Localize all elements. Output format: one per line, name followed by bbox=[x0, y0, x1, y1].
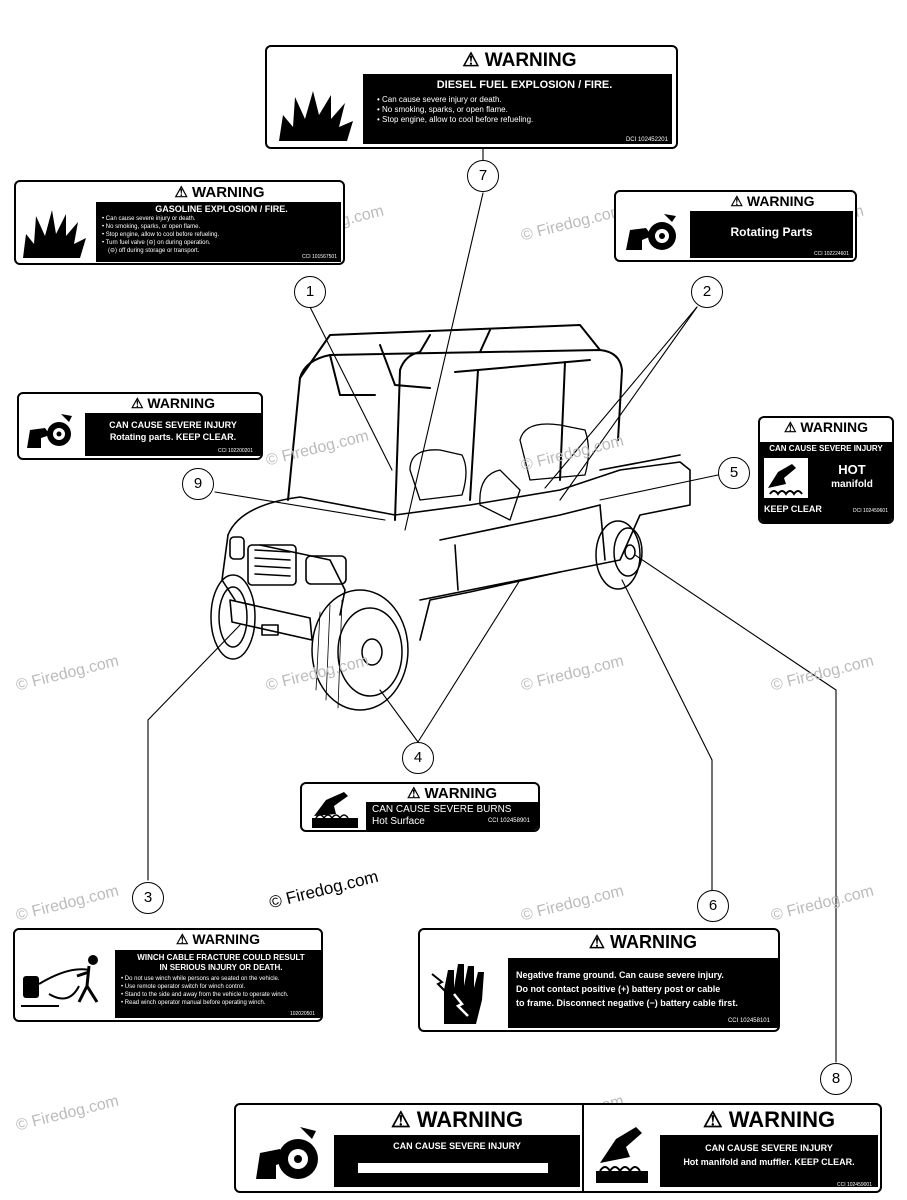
warning-title: Rotating Parts bbox=[730, 225, 813, 239]
rotating-hand-icon bbox=[27, 414, 72, 448]
warning-message: CAN CAUSE SEVERE INJURY bbox=[334, 1135, 580, 1187]
warning-line: • Turn fuel valve (⊖) on during operatio… bbox=[102, 240, 211, 246]
manifold-text: manifold bbox=[831, 479, 873, 490]
rotating-keep-clear-label: ⚠ WARNING CAN CAUSE SEVERE INJURY Rotati… bbox=[17, 392, 263, 460]
battery-warning-label: ⚠ WARNING Negative frame ground. Can cau… bbox=[418, 928, 780, 1032]
warning-header: ⚠ WARNING bbox=[175, 931, 261, 947]
warning-header: ⚠ WARNING bbox=[730, 193, 815, 209]
warning-line: • No smoking, sparks, or open flame. bbox=[102, 224, 201, 230]
callout-2: 2 bbox=[691, 276, 723, 308]
part-code: CCI 102458901 bbox=[487, 818, 530, 824]
warning-header: ⚠ WARNING bbox=[174, 184, 265, 201]
callout-7: 7 bbox=[467, 160, 499, 192]
warning-message: Negative frame ground. Can cause severe … bbox=[508, 958, 778, 1028]
warning-line: CAN CAUSE SEVERE INJURY bbox=[705, 1143, 833, 1153]
warning-message: CAN CAUSE SEVERE INJURY Hot manifold and… bbox=[660, 1135, 878, 1187]
vehicle-body bbox=[221, 454, 691, 641]
callout-1: 1 bbox=[294, 276, 326, 308]
blank-strip bbox=[358, 1163, 548, 1173]
roll-cage bbox=[287, 324, 623, 521]
seats bbox=[409, 423, 590, 521]
callout-5: 5 bbox=[718, 457, 750, 489]
warning-line: • Stop engine, allow to cool before refu… bbox=[102, 232, 220, 238]
warning-message: DIESEL FUEL EXPLOSION / FIRE. • Can caus… bbox=[363, 74, 672, 144]
part-code: CCI 102459001 bbox=[836, 1182, 872, 1188]
warning-line: • Can cause severe injury or death. bbox=[377, 95, 502, 104]
combined-warning-label: ⚠ WARNING CAN CAUSE SEVERE INJURY ⚠ WARN… bbox=[234, 1103, 882, 1193]
warning-message: GASOLINE EXPLOSION / FIRE. • Can cause s… bbox=[96, 202, 341, 262]
warning-title: DIESEL FUEL EXPLOSION / FIRE. bbox=[436, 79, 613, 91]
warning-header: ⚠ WARNING bbox=[390, 1107, 524, 1132]
warning-message: CAN CAUSE SEVERE BURNS Hot Surface bbox=[366, 802, 538, 830]
part-code: DCI 102452201 bbox=[625, 137, 668, 143]
warning-message: CAN CAUSE SEVERE INJURY Rotating parts. … bbox=[85, 413, 261, 456]
part-code: CCI 102458101 bbox=[727, 1018, 770, 1024]
warning-message: CAN CAUSE SEVERE INJURY HOT manifold KEE… bbox=[760, 442, 892, 522]
rotating-parts-label: ⚠ WARNING Rotating Parts CCI 102224601 bbox=[614, 190, 857, 262]
warning-title: IN SERIOUS INJURY OR DEATH. bbox=[159, 963, 283, 972]
keep-clear-text: KEEP CLEAR bbox=[764, 504, 822, 514]
warning-title: WINCH CABLE FRACTURE COULD RESULT bbox=[137, 953, 305, 962]
part-code: CCI 101567501 bbox=[301, 254, 337, 260]
warning-line: (⊖) off during storage or transport. bbox=[108, 248, 200, 254]
warning-message: WINCH CABLE FRACTURE COULD RESULT IN SER… bbox=[115, 950, 321, 1018]
warning-line: • Use remote operator switch for winch c… bbox=[121, 984, 246, 990]
warning-line: CAN CAUSE SEVERE INJURY bbox=[109, 420, 237, 430]
part-code: DCI 102459601 bbox=[852, 508, 888, 514]
rotating-hand-icon bbox=[256, 1127, 318, 1179]
warning-line: Hot manifold and muffler. KEEP CLEAR. bbox=[683, 1157, 855, 1167]
hot-surface-icon bbox=[768, 464, 803, 496]
warning-line: CAN CAUSE SEVERE INJURY bbox=[769, 444, 883, 453]
part-code: CCI 102200201 bbox=[217, 448, 253, 454]
callout-8: 8 bbox=[820, 1063, 852, 1095]
warning-line: Do not contact positive (+) battery post… bbox=[516, 984, 721, 994]
hot-surface-icon-frame bbox=[764, 458, 808, 498]
callout-3: 3 bbox=[132, 882, 164, 914]
hot-surface-hand-icon bbox=[596, 1127, 648, 1183]
part-code: CCI 102224601 bbox=[813, 251, 849, 257]
hot-text: HOT bbox=[838, 462, 866, 477]
hot-manifold-label: ⚠ WARNING CAN CAUSE SEVERE INJURY HOT ma… bbox=[758, 416, 894, 524]
callout-4: 4 bbox=[402, 742, 434, 774]
wheels bbox=[210, 520, 643, 711]
electric-shock-hand-icon bbox=[431, 964, 484, 1024]
part-code: 102020501 bbox=[289, 1011, 315, 1017]
hot-surface-label: ⚠ WARNING CAN CAUSE SEVERE BURNS Hot Sur… bbox=[300, 782, 540, 832]
diesel-warning-label: ⚠ WARNING DIESEL FUEL EXPLOSION / FIRE. … bbox=[265, 45, 678, 149]
warning-line: Rotating parts. KEEP CLEAR. bbox=[109, 432, 237, 442]
warning-line: CAN CAUSE SEVERE INJURY bbox=[393, 1141, 521, 1151]
rotating-hand-icon bbox=[626, 214, 676, 250]
warning-title: GASOLINE EXPLOSION / FIRE. bbox=[155, 204, 288, 214]
warning-header: ⚠ WARNING bbox=[702, 1107, 836, 1132]
winch-cable-icon bbox=[21, 955, 99, 1007]
leader-lines bbox=[147, 148, 837, 1063]
warning-header: ⚠ WARNING bbox=[588, 932, 698, 952]
warning-line: • Do not use winch while persons are sea… bbox=[121, 976, 280, 982]
warning-line: Negative frame ground. Can cause severe … bbox=[516, 970, 724, 980]
explosion-icon bbox=[279, 91, 353, 141]
warning-line: • Read winch operator manual before oper… bbox=[121, 1000, 266, 1006]
warning-message: Rotating Parts bbox=[690, 211, 853, 258]
gasoline-warning-label: ⚠ WARNING GASOLINE EXPLOSION / FIRE. • C… bbox=[14, 180, 345, 265]
explosion-icon bbox=[23, 210, 86, 258]
label-divider bbox=[582, 1105, 584, 1191]
warning-line: • Stand to the side and away from the ve… bbox=[121, 992, 289, 998]
warning-header: ⚠ WARNING bbox=[462, 50, 577, 71]
warning-line: Hot Surface bbox=[372, 816, 425, 827]
winch-warning-label: ⚠ WARNING WINCH CABLE FRACTURE COULD RES… bbox=[13, 928, 323, 1022]
callout-9: 9 bbox=[182, 468, 214, 500]
warning-header: ⚠ WARNING bbox=[406, 785, 498, 802]
warning-line: • Can cause severe injury or death. bbox=[102, 216, 196, 222]
warning-line: to frame. Disconnect negative (−) batter… bbox=[516, 998, 738, 1008]
warning-line: CAN CAUSE SEVERE BURNS bbox=[372, 804, 512, 815]
hot-surface-hand-icon bbox=[312, 792, 358, 828]
warning-line: • Stop engine, allow to cool before refu… bbox=[377, 115, 534, 124]
callout-6: 6 bbox=[697, 890, 729, 922]
warning-header: ⚠ WARNING bbox=[783, 419, 869, 435]
warning-header: ⚠ WARNING bbox=[130, 395, 216, 411]
warning-line: • No smoking, sparks, or open flame. bbox=[377, 105, 508, 114]
